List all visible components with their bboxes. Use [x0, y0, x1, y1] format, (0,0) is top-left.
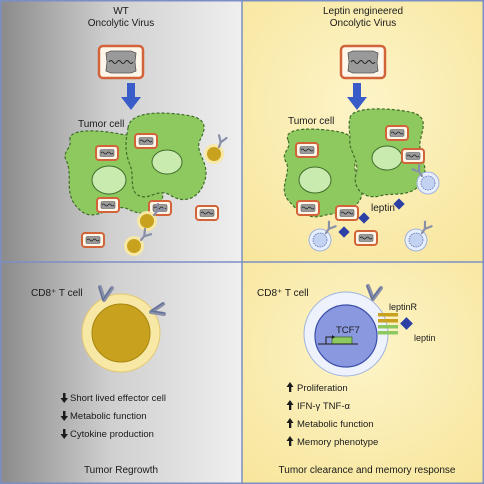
engineered-virus-icon [339, 44, 387, 80]
arrow-up-icon [286, 400, 294, 410]
receptor-icon [149, 302, 166, 316]
arrow-down-icon [121, 83, 141, 110]
nucleus [151, 149, 183, 175]
leptin-molecules [338, 198, 405, 238]
receptor-icon [98, 285, 114, 302]
wt-title-line1: WT [113, 6, 129, 17]
arrow-up-icon [286, 382, 294, 392]
leptin-diamond-icon [400, 317, 413, 330]
leptin-effect-text: Proliferation [297, 383, 348, 394]
arrow-down-icon [60, 393, 68, 403]
nucleus [91, 165, 127, 195]
leptin-effect-0: Proliferation [286, 382, 348, 394]
nucleus [371, 145, 403, 171]
wt-effect-text: Short lived effector cell [70, 393, 166, 404]
leptin-ligand-label: leptin [414, 333, 436, 343]
wt-effect-text: Metabolic function [70, 411, 147, 422]
leptin-effect-1: IFN-γ TNF-α [286, 400, 350, 412]
arrow-up-icon [286, 436, 294, 446]
leptin-tumor-label: Tumor cell [288, 116, 334, 127]
wt-outcome: Tumor Regrowth [84, 465, 158, 476]
leptin-receptor-label: leptinR [389, 302, 418, 312]
tcells-wt [124, 134, 228, 256]
leptin-effect-3: Memory phenotype [286, 436, 378, 448]
wt-effect-0: Short lived effector cell [60, 393, 166, 404]
gene-promoter-icon [318, 335, 358, 345]
receptor-icon [366, 284, 383, 301]
virus-icon [97, 44, 145, 80]
leptin-cd8-label: CD8⁺ T cell [257, 288, 309, 299]
leptin-molecule-label: leptin [371, 203, 395, 214]
arrow-down-icon [60, 429, 68, 439]
arrow-down-icon [347, 83, 367, 110]
leptin-effect-text: IFN-γ TNF-α [297, 401, 350, 412]
wt-effect-2: Cytokine production [60, 429, 154, 440]
wt-cd8-tcell [81, 285, 166, 373]
gene-label: TCF7 [336, 325, 360, 336]
tcells-leptin [308, 163, 440, 252]
wt-title-line2: Oncolytic Virus [88, 18, 155, 29]
panel-wt-virus [0, 0, 242, 262]
leptin-effect-text: Memory phenotype [297, 437, 378, 448]
leptin-outcome: Tumor clearance and memory response [279, 465, 456, 476]
arrow-down-icon [60, 411, 68, 421]
leptin-effect-2: Metabolic function [286, 418, 374, 430]
leptin-effect-text: Metabolic function [297, 419, 374, 430]
wt-effect-1: Metabolic function [60, 411, 147, 422]
arrow-up-icon [286, 418, 294, 428]
nucleus [298, 166, 332, 194]
leptin-title-line1: Leptin engineered [323, 6, 403, 17]
wt-tumor-label: Tumor cell [78, 119, 124, 130]
wt-effect-text: Cytokine production [70, 429, 154, 440]
leptin-receptor-icon [378, 313, 398, 335]
leptin-title-line2: Oncolytic Virus [330, 18, 397, 29]
leptin-cd8-tcell [303, 284, 413, 377]
wt-cd8-label: CD8⁺ T cell [31, 288, 83, 299]
